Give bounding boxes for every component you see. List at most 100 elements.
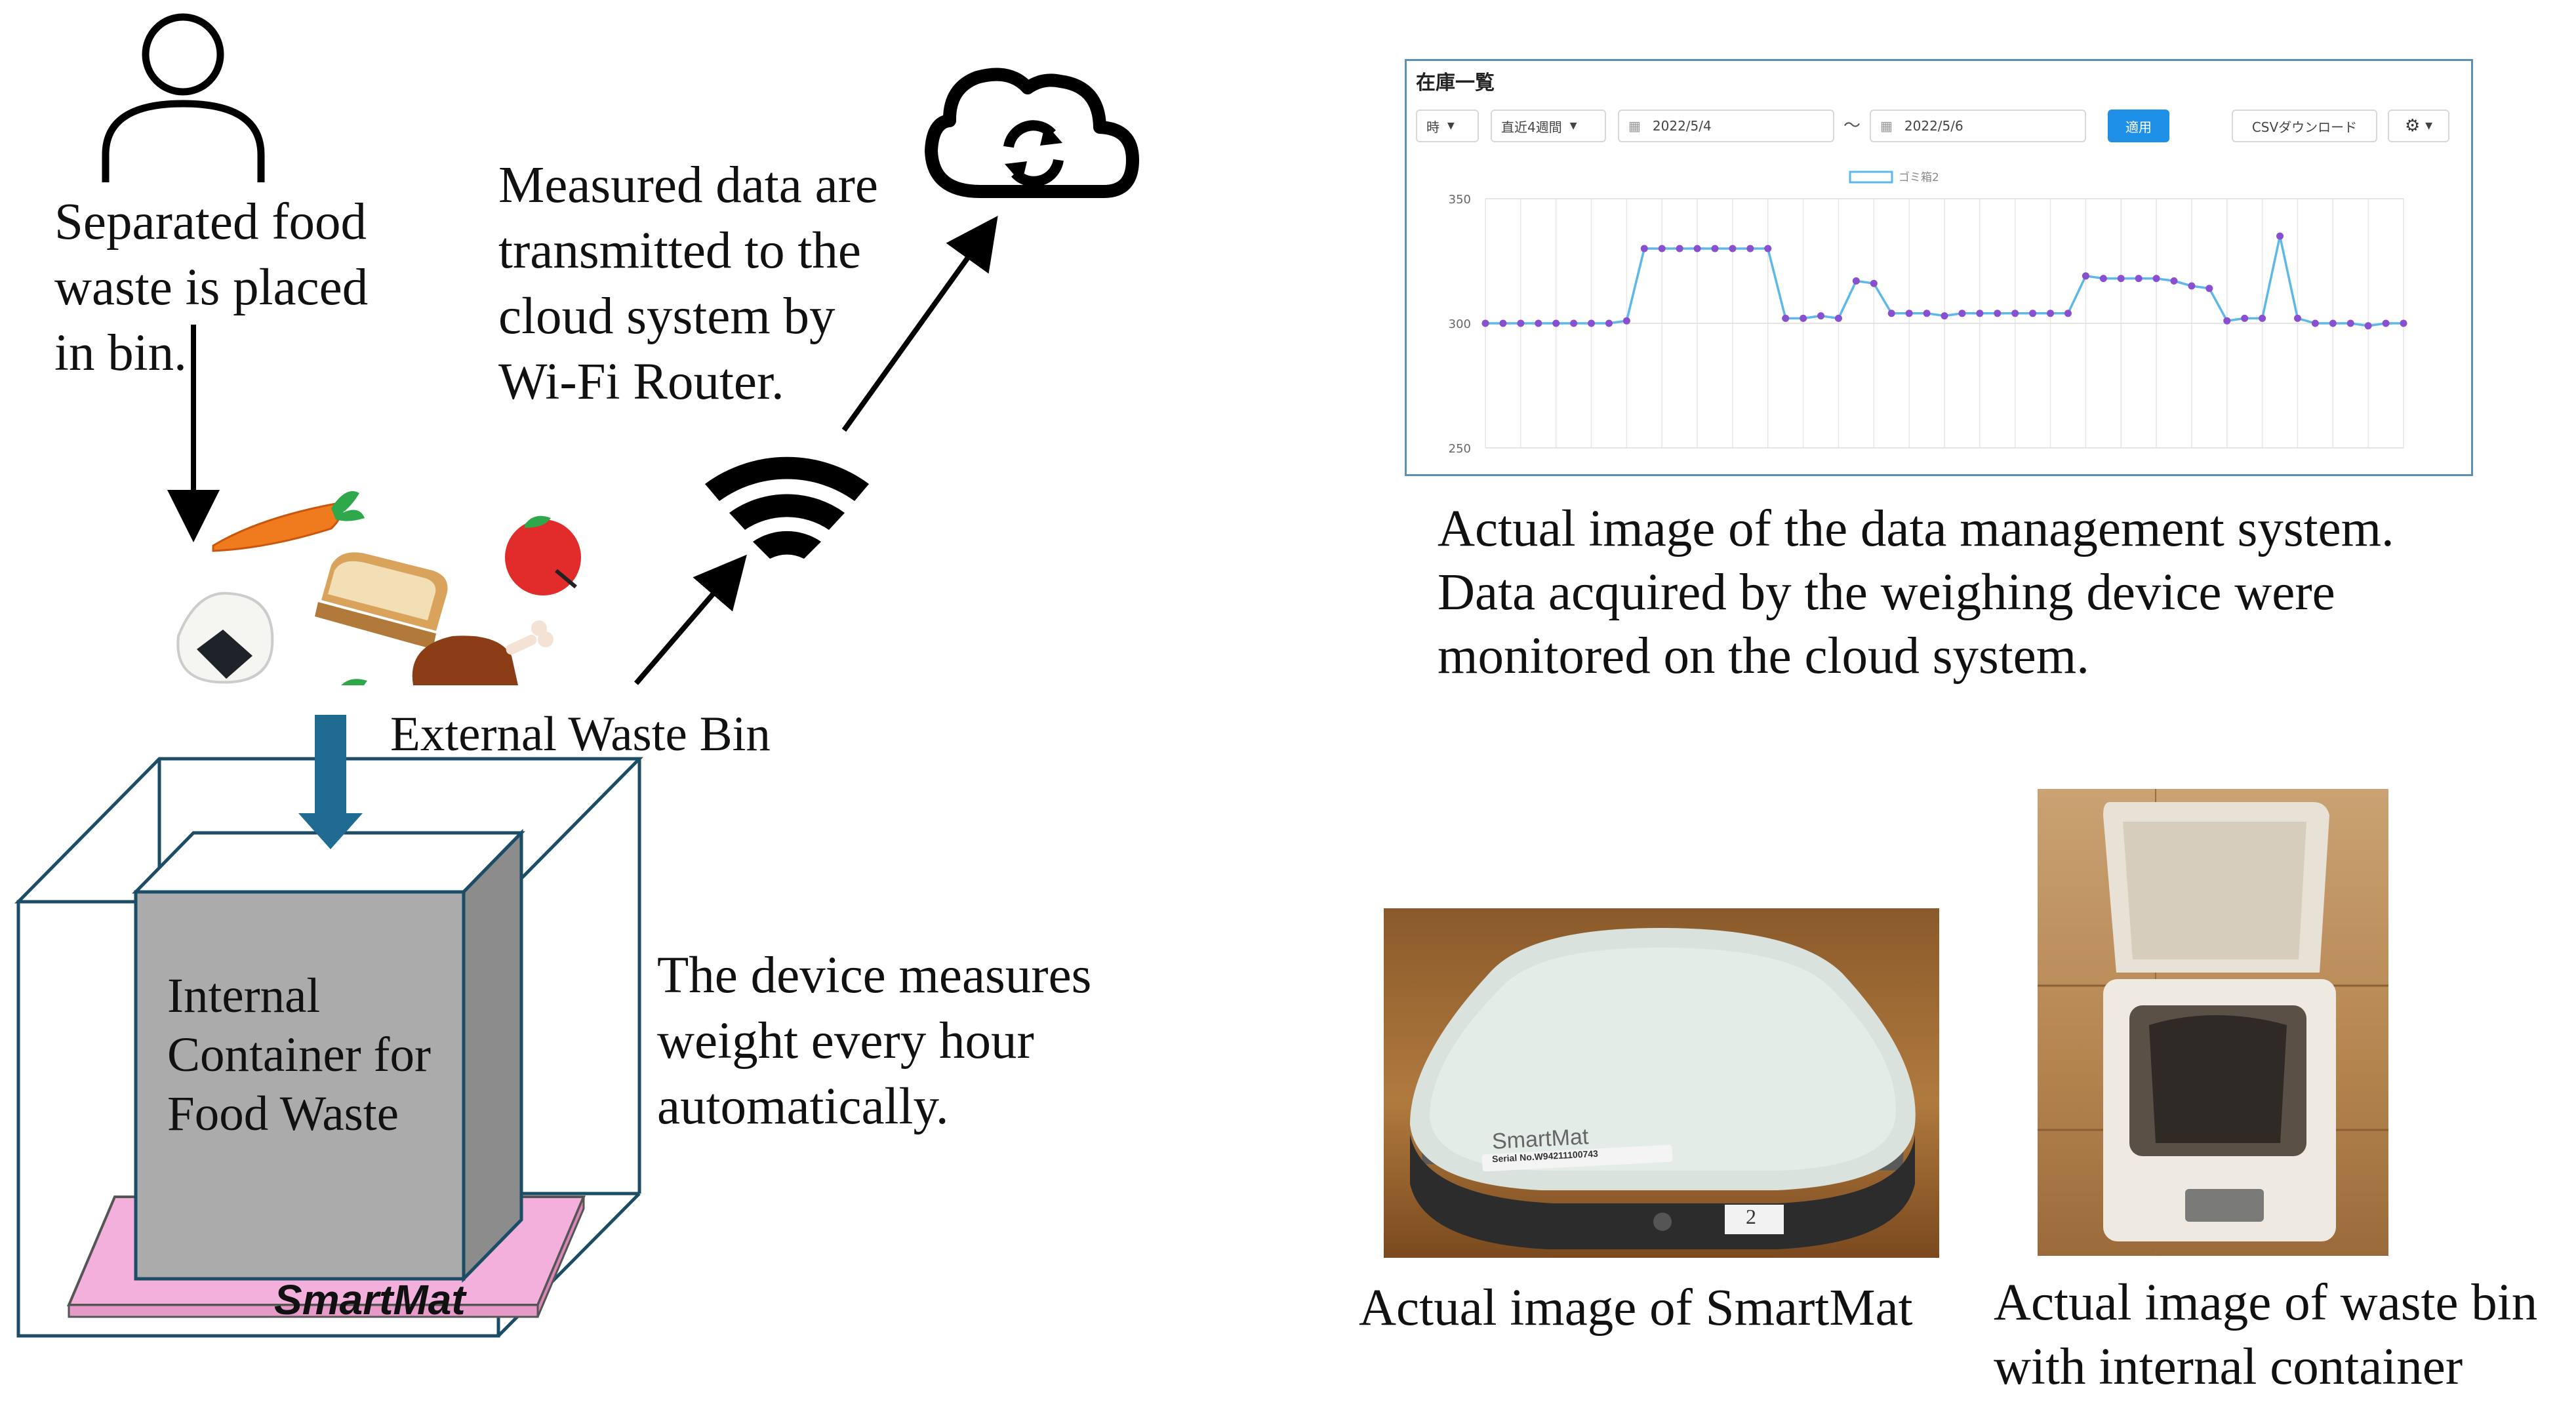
legend-swatch [1849, 171, 1893, 184]
cloud-caption-line: Wi-Fi Router. [498, 353, 784, 411]
bread-icon [315, 552, 448, 649]
data-point [1817, 312, 1825, 320]
internal-container [132, 828, 525, 1283]
data-point [2064, 310, 2072, 317]
data-point [1834, 314, 1842, 322]
interval-select[interactable]: 時 ▼ [1416, 110, 1479, 142]
data-point [2029, 310, 2037, 317]
date-to-input[interactable]: ▦ 2022/5/6 [1870, 110, 2086, 142]
date-to-value: 2022/5/6 [1904, 118, 1963, 134]
arrow-to-cloud [841, 216, 998, 432]
smartmat-photo: SmartMat Serial No.W94211100743 2 [1384, 908, 1939, 1258]
data-point [1746, 245, 1754, 252]
dm-caption-line: monitored on the cloud system. [1438, 628, 2089, 685]
data-management-screenshot: 在庫一覧 時 ▼ 直近4週間 ▼ ▦ 2022/5/4 ～ ▦ 2022/5/6… [1405, 59, 2473, 476]
data-point [1905, 310, 1913, 317]
data-point [2259, 314, 2266, 322]
calendar-icon: ▦ [1628, 118, 1641, 134]
data-point [1640, 245, 1648, 252]
data-point [2047, 310, 2055, 317]
data-point [1535, 319, 1542, 327]
data-point [1693, 245, 1701, 252]
data-point [2293, 314, 2301, 322]
data-point [2364, 322, 2372, 330]
data-point [2276, 232, 2284, 240]
external-bin-label: External Waste Bin [390, 707, 771, 761]
waste-bin-caption-line: Actual image of waste bin [1994, 1274, 2538, 1331]
data-point [1658, 245, 1666, 252]
person-caption-line: in bin. [54, 325, 187, 382]
data-point [1711, 245, 1719, 252]
caret-down-icon: ▼ [1569, 121, 1577, 131]
chicken-icon [412, 620, 553, 685]
data-point [1870, 279, 1878, 287]
legend-label: ゴミ箱2 [1899, 171, 1939, 184]
y-tick-label: 250 [1449, 442, 1471, 456]
data-point [2223, 317, 2231, 325]
apply-button[interactable]: 適用 [2108, 110, 2169, 142]
dm-title: 在庫一覧 [1416, 71, 1495, 94]
waste-bin-photo [2038, 789, 2388, 1256]
data-point [1764, 245, 1772, 252]
smartmat-number-text: 2 [1746, 1205, 1756, 1228]
interval-value: 時 [1426, 119, 1439, 135]
dm-caption-line: Actual image of the data management syst… [1438, 500, 2394, 557]
data-point [1552, 319, 1560, 327]
data-point [2382, 319, 2390, 327]
gear-icon: ⚙ [2404, 116, 2421, 136]
device-caption: The device measures weight every hour au… [657, 943, 1091, 1140]
data-point [1887, 310, 1895, 317]
data-point [2188, 282, 2196, 290]
wifi-icon [705, 456, 869, 559]
smartmat-photo-drawing [1410, 928, 1916, 1249]
device-caption-line: weight every hour [657, 1013, 1034, 1070]
internal-label-line: Food Waste [167, 1087, 399, 1141]
data-point [2329, 319, 2337, 327]
waste-bin-photo-caption: Actual image of waste bin with internal … [1994, 1271, 2537, 1399]
person-icon [102, 13, 265, 182]
data-point [1994, 310, 2002, 317]
smartmat-label: SmartMat [274, 1276, 466, 1323]
data-point [2170, 277, 2178, 285]
data-point [1729, 245, 1737, 252]
leaf-icon [341, 679, 367, 685]
onigiri-icon [176, 592, 274, 684]
cloud-caption-line: transmitted to the [498, 222, 861, 279]
internal-container-label: Internal Container for Food Waste [167, 967, 431, 1144]
data-point [1800, 314, 1807, 322]
settings-dropdown[interactable]: ⚙ ▼ [2388, 110, 2449, 142]
carrot-icon [212, 491, 365, 552]
waste-bin-caption-line: with internal container [1994, 1338, 2463, 1396]
data-point [2011, 310, 2019, 317]
data-point [2311, 319, 2319, 327]
cloud-sync-icon [925, 68, 1139, 198]
data-point [2152, 275, 2160, 283]
internal-label-line: Internal [167, 969, 321, 1023]
device-caption-line: The device measures [657, 947, 1092, 1004]
cloud-caption: Measured data are transmitted to the clo… [498, 153, 878, 415]
data-point [1852, 277, 1860, 285]
data-point [1481, 319, 1489, 327]
cloud-caption-line: Measured data are [498, 157, 878, 214]
range-select[interactable]: 直近4週間 ▼ [1491, 110, 1606, 142]
data-point [1941, 312, 1948, 320]
person-caption-line: waste is placed [54, 259, 369, 316]
date-from-input[interactable]: ▦ 2022/5/4 [1618, 110, 1834, 142]
internal-label-line: Container for [167, 1028, 431, 1082]
data-point [1976, 310, 1984, 317]
data-point [1517, 319, 1525, 327]
waste-bin-photo-drawing [2038, 789, 2388, 1256]
data-point [2346, 319, 2354, 327]
dm-caption-line: Data acquired by the weighing device wer… [1438, 564, 2335, 621]
data-point [1958, 310, 1966, 317]
data-point [2117, 275, 2125, 283]
apple-icon [505, 515, 581, 595]
data-point [1923, 310, 1931, 317]
person-caption-line: Separated food [54, 193, 367, 251]
caret-down-icon: ▼ [1447, 121, 1455, 131]
data-point [1570, 319, 1578, 327]
data-point [2135, 275, 2143, 283]
csv-download-button[interactable]: CSVダウンロード [2232, 110, 2377, 142]
arrow-to-wifi [634, 554, 747, 685]
